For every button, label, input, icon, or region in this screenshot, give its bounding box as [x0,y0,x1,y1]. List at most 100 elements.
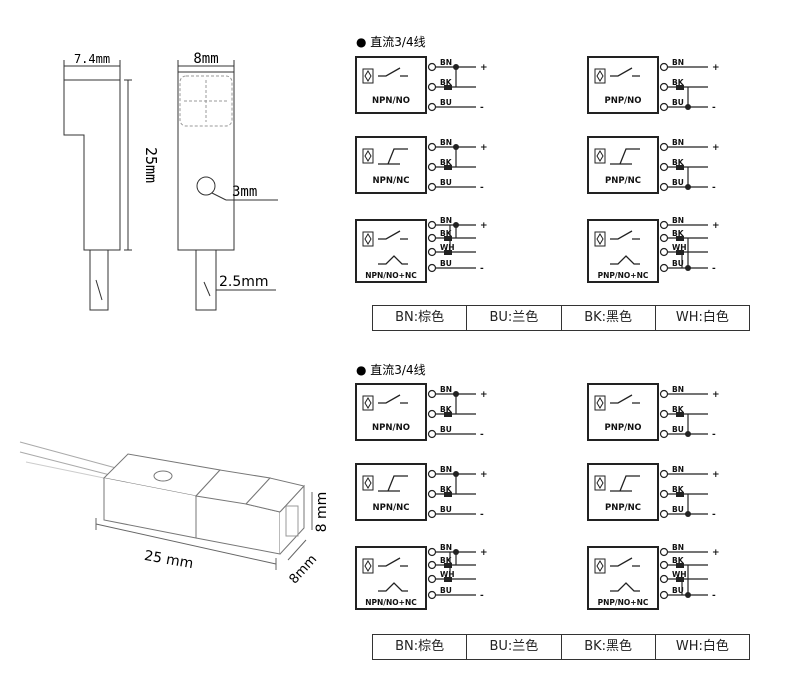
terminal-dot [427,590,437,600]
output-type-label: NPN/NC [373,503,410,513]
wire-label-bu: BU [440,586,452,595]
nc-switch-icon [378,255,408,265]
wire-label-wh: WH [440,243,455,252]
iso-length-label: 25 mm [143,548,195,572]
terminal-dot [659,560,669,570]
minus-sign: - [480,591,484,601]
junction-dot [685,431,691,437]
wire-label-bn: BN [440,465,452,474]
minus-sign: - [480,183,484,193]
color-legend-2: BN:棕色 BU:兰色 BK:黑色 WH:白色 [372,634,750,660]
terminal-dot [659,409,669,419]
sensor-diamond-icon [364,560,372,572]
sensor-diamond-icon [364,150,372,162]
legend-bk: BK:黑色 [562,635,656,659]
wire-label-bu: BU [440,178,452,187]
wire-label-bk: BK [672,405,685,414]
legend-bn: BN:棕色 [373,306,468,330]
wire-label-bu: BU [440,505,452,514]
nc-switch-icon [610,475,640,492]
load-resistor [676,236,684,241]
sensor-symbol-icon [594,558,606,574]
no-switch-icon [610,394,640,404]
minus-sign: - [712,430,716,440]
load-resistor [444,236,452,241]
wire-label-bk: BK [672,556,685,565]
legend-bk: BK:黑色 [562,306,656,330]
no-switch-icon [378,67,408,77]
junction-dot [685,592,691,598]
front-view [177,60,278,311]
wire-label-bu: BU [440,425,452,434]
nc-switch-icon [378,582,408,592]
sensor-diamond-icon [596,397,604,409]
junction-dot [685,104,691,110]
sensor-diamond-icon [596,233,604,245]
wire-label-bk: BK [440,229,453,238]
load-resistor [444,577,452,582]
terminal-dot [659,62,669,72]
junction-dot [453,222,459,228]
wire-label-wh: WH [672,243,687,252]
side-width-label: 7.4mm [74,52,110,66]
plus-sign: + [712,221,720,231]
sensor-box [355,546,427,610]
load-resistor [676,412,684,417]
load-resistor [676,492,684,497]
sensor-symbol-icon [362,558,374,574]
load-resistor [676,250,684,255]
terminal-dot [427,409,437,419]
iso-height-label: 8 mm [314,492,330,533]
terminal-dot [427,560,437,570]
wire-label-bn: BN [672,138,684,147]
terminal-dot [427,182,437,192]
wire-label-bn: BN [672,465,684,474]
sensor-symbol-icon [362,395,374,411]
output-type-label: PNP/NO+NC [598,598,649,607]
junction-dot [453,471,459,477]
minus-sign: - [480,430,484,440]
sensor-box [355,136,427,194]
legend-bu: BU:兰色 [467,635,562,659]
junction-dot [453,144,459,150]
no-switch-icon [610,557,640,567]
terminal-dot [427,489,437,499]
sensor-symbol-icon [362,231,374,247]
sensor-symbol-icon [362,68,374,84]
output-type-label: PNP/NO [604,423,641,433]
no-switch-icon [378,394,408,404]
minus-sign: - [712,264,716,274]
terminal-dot [659,574,669,584]
wire-label-bk: BK [672,158,685,167]
sensor-box [587,136,659,194]
sensor-box [587,463,659,521]
terminal-dot [427,82,437,92]
legend-bu: BU:兰色 [467,306,562,330]
load-resistor [444,412,452,417]
minus-sign: - [712,183,716,193]
sensor-diamond-icon [364,70,372,82]
load-resistor [676,85,684,90]
color-legend-1: BN:棕色 BU:兰色 BK:黑色 WH:白色 [372,305,750,331]
sensor-diamond-icon [596,560,604,572]
load-resistor [676,165,684,170]
wire-label-bu: BU [440,259,452,268]
terminal-dot [659,102,669,112]
load-resistor [444,165,452,170]
sensor-diamond-icon [596,70,604,82]
plus-sign: + [712,143,720,153]
wire-label-bu: BU [672,586,684,595]
sensor-box [587,219,659,283]
terminal-dot [427,469,437,479]
nc-switch-icon [610,582,640,592]
plus-sign: + [712,470,720,480]
legend-wh: WH:白色 [675,639,729,654]
terminal-dot [427,509,437,519]
